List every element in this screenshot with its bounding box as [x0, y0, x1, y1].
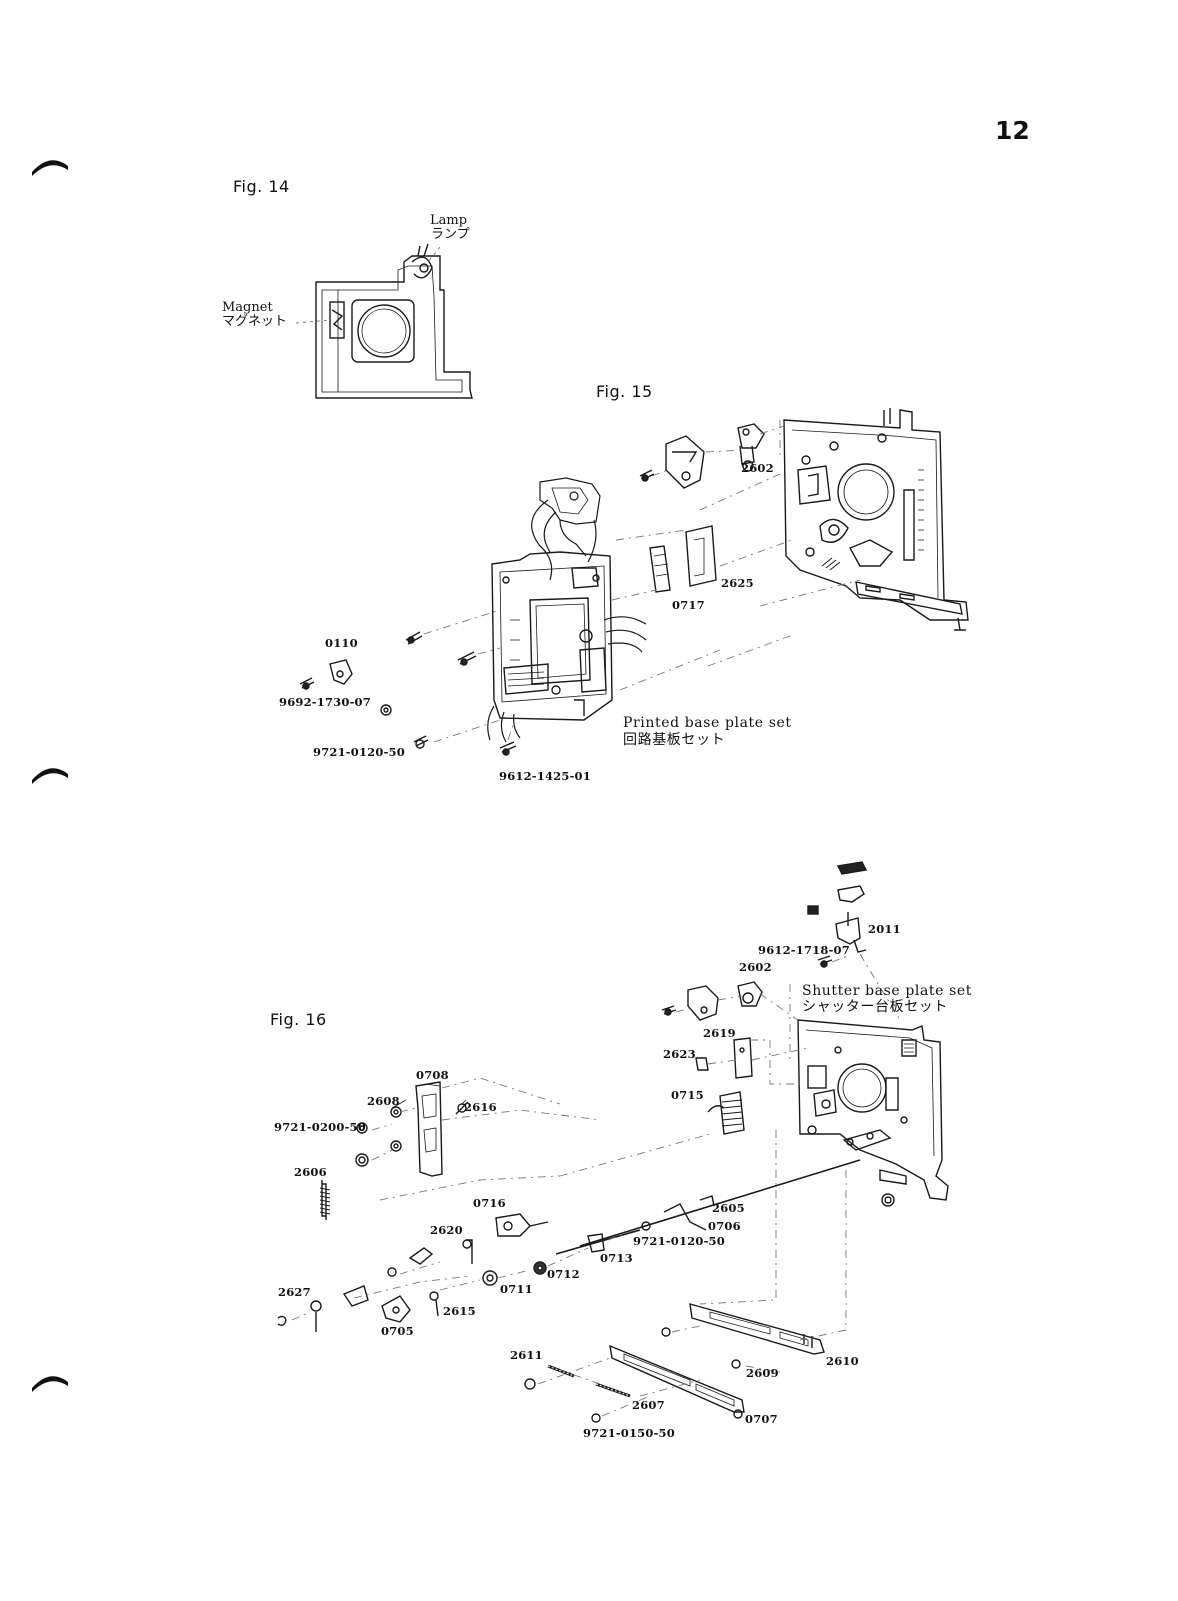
- fig16-part-label: 0715: [671, 1088, 704, 1102]
- binder-hole-mark: [32, 768, 68, 784]
- fig16-part-label: 2011: [868, 922, 901, 936]
- fig15-part-label: 2625: [721, 576, 754, 590]
- fig15-part-label: 2602: [741, 461, 774, 475]
- fig15-shutter-plate-drawing: [783, 408, 969, 631]
- fig16-part-label: 9721-0200-50: [274, 1120, 366, 1134]
- fig16-part-label: 2616: [464, 1100, 497, 1114]
- fig16-part-label: 2605: [712, 1201, 745, 1215]
- fig14-magnet-label: Magnet: [222, 300, 273, 315]
- fig15-caption: Printed base plate set: [623, 715, 792, 731]
- fig16-caption: Shutter base plate set: [802, 983, 972, 999]
- fig15-part-label: 0110: [325, 636, 358, 650]
- fig15-screws-drawing: [299, 631, 517, 756]
- fig16-part-label: 0716: [473, 1196, 506, 1210]
- fig16-part-label: 2627: [278, 1285, 311, 1299]
- fig16-part-label: 2611: [510, 1348, 543, 1362]
- fig14-lamp-label: Lamp: [430, 213, 468, 228]
- fig16-part-label: 2619: [703, 1026, 736, 1040]
- fig16-part-label: 2623: [663, 1047, 696, 1061]
- fig15-title: Fig. 15: [596, 382, 653, 401]
- fig16-shutter-base-plate-drawing: [797, 1019, 949, 1207]
- fig14-title: Fig. 14: [233, 177, 290, 196]
- fig14-base-plate-drawing: [315, 243, 473, 399]
- fig15-printed-base-plate-drawing: [491, 551, 613, 721]
- fig16-part-label: 0708: [416, 1068, 449, 1082]
- fig16-part-label: 0713: [600, 1251, 633, 1265]
- fig16-part-label: 0712: [547, 1267, 580, 1281]
- fig16-part-label: 2602: [739, 960, 772, 974]
- binder-hole-mark: [32, 160, 68, 176]
- binder-hole-mark: [32, 1376, 68, 1392]
- fig16-part-label: 0706: [708, 1219, 741, 1233]
- fig16-top-parts-drawing: [661, 861, 868, 1135]
- fig15-wiring-drawing: [487, 477, 647, 743]
- page-number: 12: [995, 116, 1030, 145]
- fig14-lamp-label-jp: ランプ: [431, 227, 470, 242]
- fig16-part-label: 2606: [294, 1165, 327, 1179]
- fig16-title: Fig. 16: [270, 1010, 327, 1029]
- fig16-part-label: 0705: [381, 1324, 414, 1338]
- fig16-part-label: 9721-0150-50: [583, 1426, 675, 1440]
- fig16-part-label: 2609: [746, 1366, 779, 1380]
- fig16-part-label: 2610: [826, 1354, 859, 1368]
- fig16-part-label: 2608: [367, 1094, 400, 1108]
- fig16-caption-jp: シャッター台板セット: [802, 999, 948, 1015]
- fig15-small-parts-drawing: [639, 423, 765, 593]
- fig16-slide-plates-drawing: [524, 1303, 825, 1423]
- fig16-part-label: 0711: [500, 1282, 533, 1296]
- fig16-part-label: 2607: [632, 1398, 665, 1412]
- fig15-caption-jp: 回路基板セット: [623, 732, 726, 748]
- fig16-shaft-parts-drawing: [277, 1159, 861, 1332]
- fig14-magnet-label-jp: マグネット: [222, 314, 288, 329]
- fig15-part-label: 9721-0120-50: [313, 745, 405, 759]
- fig15-part-label: 0717: [672, 598, 705, 612]
- fig16-part-label: 2620: [430, 1223, 463, 1237]
- fig15-part-label: 9612-1425-01: [499, 769, 591, 783]
- fig16-part-label: 0707: [745, 1412, 778, 1426]
- fig16-part-label: 9721-0120-50: [633, 1234, 725, 1248]
- fig16-part-label: 2615: [443, 1304, 476, 1318]
- fig15-part-label: 9692-1730-07: [279, 695, 371, 709]
- fig16-part-label: 9612-1718-07: [758, 943, 850, 957]
